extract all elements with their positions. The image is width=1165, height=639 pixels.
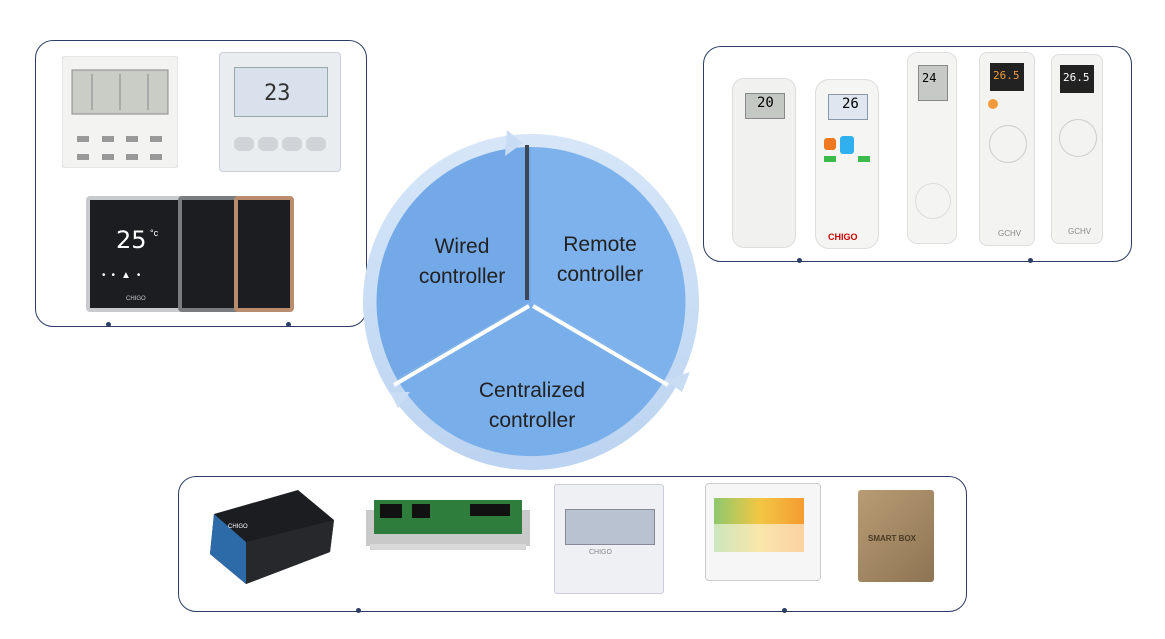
centralized-label-line2: controller: [488, 409, 576, 432]
central-gateway-image: [210, 490, 334, 584]
remote-3-display: 24: [922, 71, 937, 85]
divider-right: [531, 304, 670, 387]
wired-controller-group-frame: [35, 40, 367, 327]
centralized-controller-label: Centralized controller: [459, 376, 605, 436]
remote-segment: [531, 147, 686, 379]
wired-label-line1: Wired: [434, 235, 490, 258]
remote-group-dot-left: [797, 258, 802, 263]
central-wall-controller-image: CHIGO: [554, 484, 664, 594]
wired-thermostat-grey-image: [62, 56, 178, 168]
centralized-controller-group-frame: [178, 476, 967, 612]
touch-panel-unit: °c: [150, 228, 159, 238]
central-group-dot-left: [356, 608, 361, 613]
arrow-top-icon: [505, 130, 523, 156]
wired-label-line2: controller: [418, 265, 506, 288]
remote-5-image: 26.5 GCHV: [1051, 54, 1103, 244]
remote-group-dot-right: [1028, 258, 1033, 263]
wall-controller-brand: CHIGO: [589, 549, 612, 556]
centralized-segment: [397, 302, 665, 457]
divider-left: [392, 304, 531, 387]
thermostat-reading: 23: [264, 81, 291, 106]
central-circuit-board-image: [366, 500, 530, 550]
remote-1-display: 20: [757, 95, 774, 111]
remote-label-line2: controller: [556, 263, 644, 286]
touch-panel-brand: CHIGO: [126, 296, 146, 302]
wired-touch-panel-1-image: 25 °c ••▲• CHIGO: [86, 196, 190, 312]
remote-controller-label: Remote controller: [530, 230, 670, 290]
wired-segment: [376, 147, 531, 379]
remote-2-display: 26: [842, 96, 859, 112]
remote-4-brand: GCHV: [998, 229, 1022, 238]
cycle-ring: [363, 134, 699, 470]
remote-4-display: 26.5: [993, 69, 1020, 82]
central-touchscreen-image: [705, 483, 821, 581]
remote-2-brand: CHIGO: [828, 232, 858, 242]
central-group-dot-right: [782, 608, 787, 613]
wired-controller-label: Wired controller: [392, 232, 532, 292]
remote-4-image: 26.5 GCHV: [979, 52, 1035, 246]
remote-5-brand: GCHV: [1068, 227, 1092, 236]
gateway-brand-label: CHIGO: [228, 524, 248, 530]
remote-5-display: 26.5: [1063, 71, 1090, 84]
remote-controller-group-frame: [703, 46, 1132, 262]
smart-box-label: SMART BOX: [868, 534, 916, 543]
centralized-label-line1: Centralized: [478, 379, 586, 402]
wired-touch-panel-3-image: [234, 196, 294, 312]
wired-touch-panel-2-image: [178, 196, 242, 312]
remote-2-image: 26 CHIGO: [815, 79, 879, 249]
remote-label-line1: Remote: [563, 233, 637, 256]
arrow-right-icon: [665, 372, 690, 392]
remote-3-image: 24: [907, 52, 957, 244]
wired-group-dot-right: [286, 322, 291, 327]
central-smart-box-image: SMART BOX: [858, 490, 934, 582]
remote-1-image: 20: [732, 78, 796, 248]
wired-thermostat-lcd-image: 23: [219, 52, 341, 172]
wired-group-dot-left: [106, 322, 111, 327]
touch-panel-temp: 25: [116, 226, 147, 254]
arrow-left-icon: [390, 392, 410, 408]
